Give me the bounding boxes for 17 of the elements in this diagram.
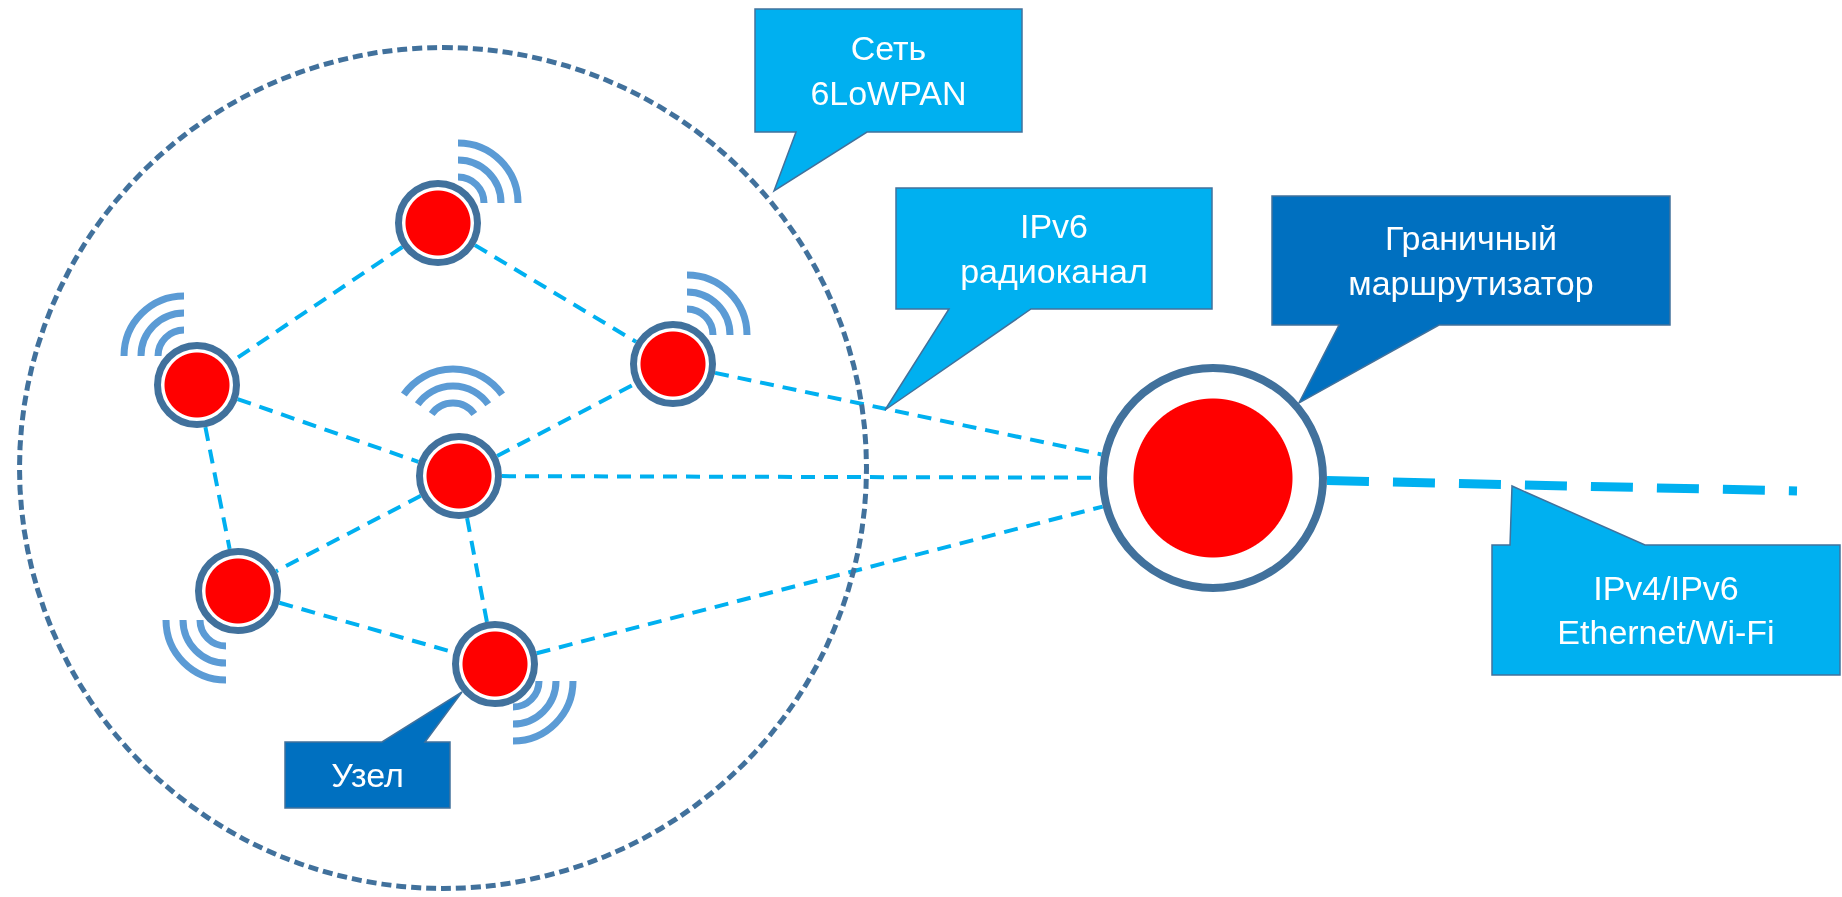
radio-link xyxy=(203,426,232,550)
radio-link xyxy=(473,243,638,344)
sensor-node xyxy=(630,321,716,407)
callout: Граничный маршрутизатор xyxy=(1272,196,1670,403)
callout: IPv4/IPv6 Ethernet/Wi-Fi xyxy=(1492,486,1840,675)
radio-link xyxy=(714,370,1102,457)
callout: Узел xyxy=(285,692,462,808)
radio-link xyxy=(275,494,422,573)
callout: IPv6 радиоканал xyxy=(885,188,1212,410)
radio-link xyxy=(536,504,1104,656)
callout: Сеть 6LoWPAN xyxy=(755,9,1022,191)
sensor-node xyxy=(395,180,481,266)
radio-link xyxy=(465,517,489,623)
sensor-node xyxy=(154,342,240,428)
radio-link xyxy=(236,397,420,464)
sensor-node xyxy=(452,621,538,707)
network-link xyxy=(1326,476,1798,496)
